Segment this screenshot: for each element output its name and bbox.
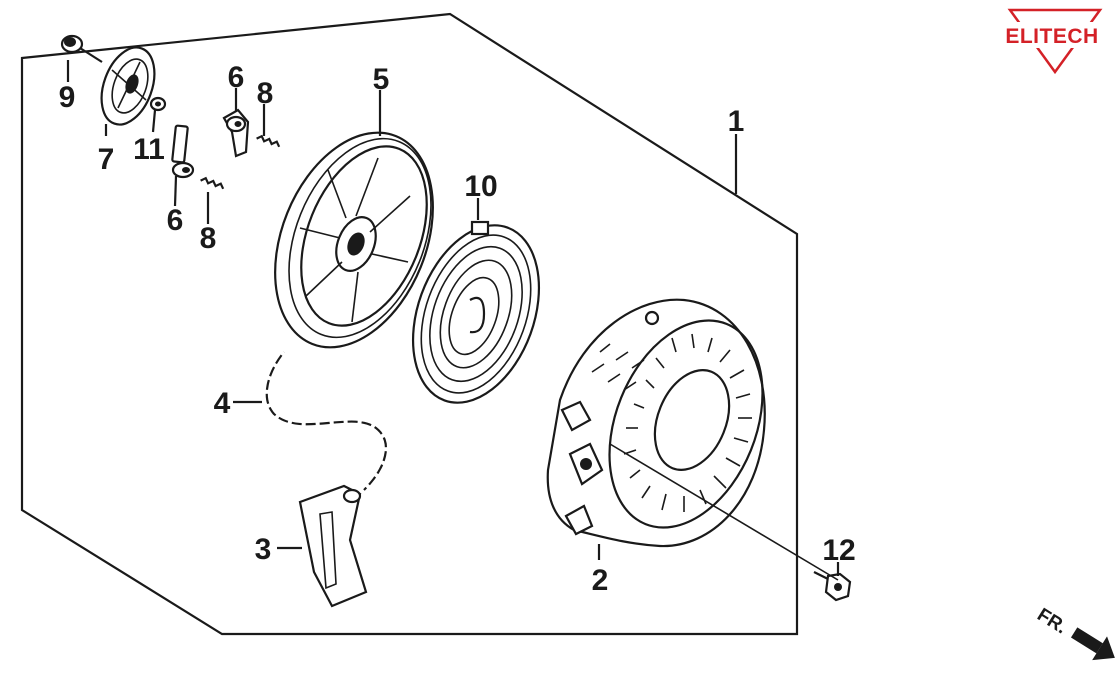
callout-10: 10 bbox=[464, 170, 497, 203]
brand-logo: ELITECH bbox=[998, 8, 1106, 75]
callout-6-lower: 6 bbox=[167, 204, 184, 237]
part-8-spring-lower bbox=[200, 176, 225, 190]
part-6-pawl-upper bbox=[222, 108, 250, 158]
callout-7: 7 bbox=[98, 143, 115, 176]
callout-labels: 1 2 3 4 5 6 6 7 8 8 9 10 11 12 bbox=[59, 61, 856, 597]
leader-lines bbox=[66, 60, 840, 581]
part-3-handle bbox=[298, 484, 368, 608]
part-11-washer bbox=[149, 96, 167, 112]
callout-8-lower: 8 bbox=[200, 222, 217, 255]
front-direction-indicator: FR. bbox=[1033, 604, 1115, 661]
part-6-pawl-lower bbox=[171, 124, 195, 179]
callout-12: 12 bbox=[822, 534, 855, 567]
part-2-starter-case bbox=[546, 298, 766, 548]
callout-6-upper: 6 bbox=[228, 61, 245, 94]
arrow-right-icon bbox=[1070, 627, 1115, 661]
callout-4: 4 bbox=[214, 387, 231, 420]
part-5-reel-pulley bbox=[274, 131, 434, 349]
part-4-rope bbox=[264, 350, 388, 492]
callout-2: 2 bbox=[592, 564, 609, 597]
assembly-outline bbox=[20, 12, 799, 636]
part-10-recoil-spring bbox=[411, 220, 541, 404]
callout-5: 5 bbox=[373, 63, 390, 96]
part-9-cap bbox=[60, 34, 103, 63]
callout-9: 9 bbox=[59, 81, 76, 114]
callout-3: 3 bbox=[255, 533, 272, 566]
direction-label: FR. bbox=[1033, 604, 1070, 638]
part-12-bolt bbox=[813, 571, 852, 602]
brand-name: ELITECH bbox=[1005, 25, 1098, 48]
callout-8-upper: 8 bbox=[257, 77, 274, 110]
callout-11: 11 bbox=[133, 133, 165, 166]
part-7-ratchet-plate bbox=[100, 46, 156, 126]
part-8-spring-upper bbox=[256, 134, 281, 148]
callout-1: 1 bbox=[728, 105, 745, 138]
